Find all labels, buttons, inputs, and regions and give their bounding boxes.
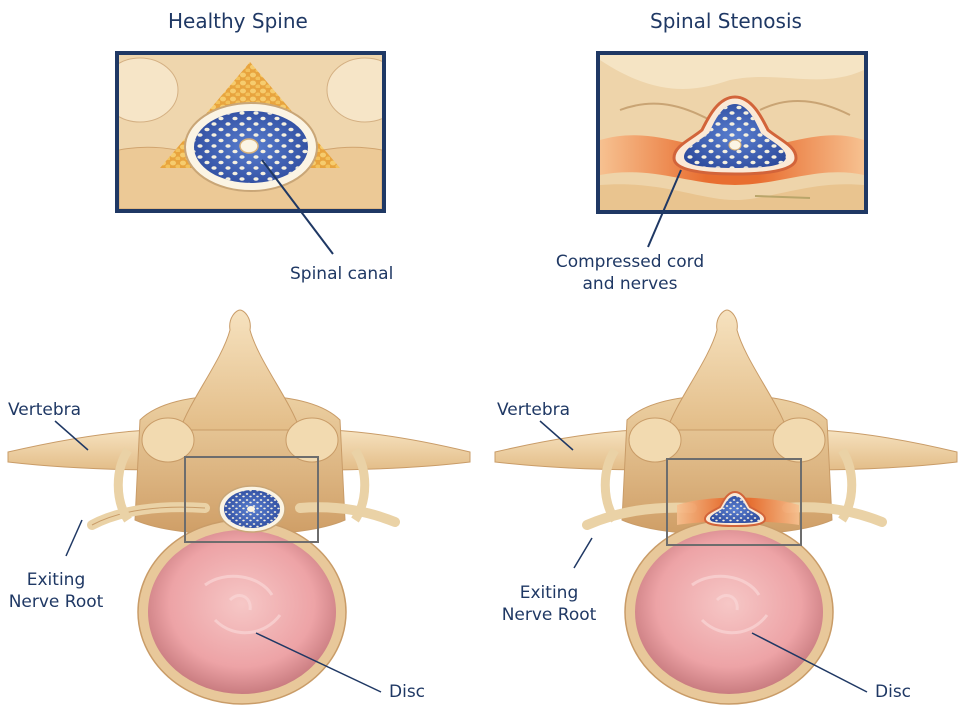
- left-disc-label: Disc: [389, 681, 425, 703]
- right-nerve-leader: [574, 538, 592, 568]
- left-exiting-line1: Exiting: [0, 569, 112, 591]
- left-vertebra-label: Vertebra: [8, 399, 81, 421]
- healthy-spine-title: Healthy Spine: [168, 9, 308, 33]
- right-vertebra-label: Vertebra: [497, 399, 570, 421]
- stenosis-closeup-image: [598, 53, 866, 212]
- stenosis-vertebra-illustration: [495, 310, 957, 704]
- right-exiting-nerve-root-label: Exiting Nerve Root: [493, 582, 605, 626]
- spinal-canal-label: Spinal canal: [290, 263, 393, 285]
- right-disc-label: Disc: [875, 681, 911, 703]
- healthy-closeup-image: [102, 53, 403, 211]
- left-exiting-nerve-root-label: Exiting Nerve Root: [0, 569, 112, 613]
- healthy-vertebra-illustration: [8, 310, 470, 704]
- spinal-stenosis-title: Spinal Stenosis: [650, 9, 802, 33]
- left-nerve-leader: [66, 520, 82, 556]
- compressed-cord-line2: and nerves: [540, 273, 720, 295]
- compressed-cord-line1: Compressed cord: [540, 251, 720, 273]
- right-exiting-line2: Nerve Root: [493, 604, 605, 626]
- right-exiting-line1: Exiting: [493, 582, 605, 604]
- compressed-cord-label: Compressed cord and nerves: [540, 251, 720, 295]
- left-exiting-line2: Nerve Root: [0, 591, 112, 613]
